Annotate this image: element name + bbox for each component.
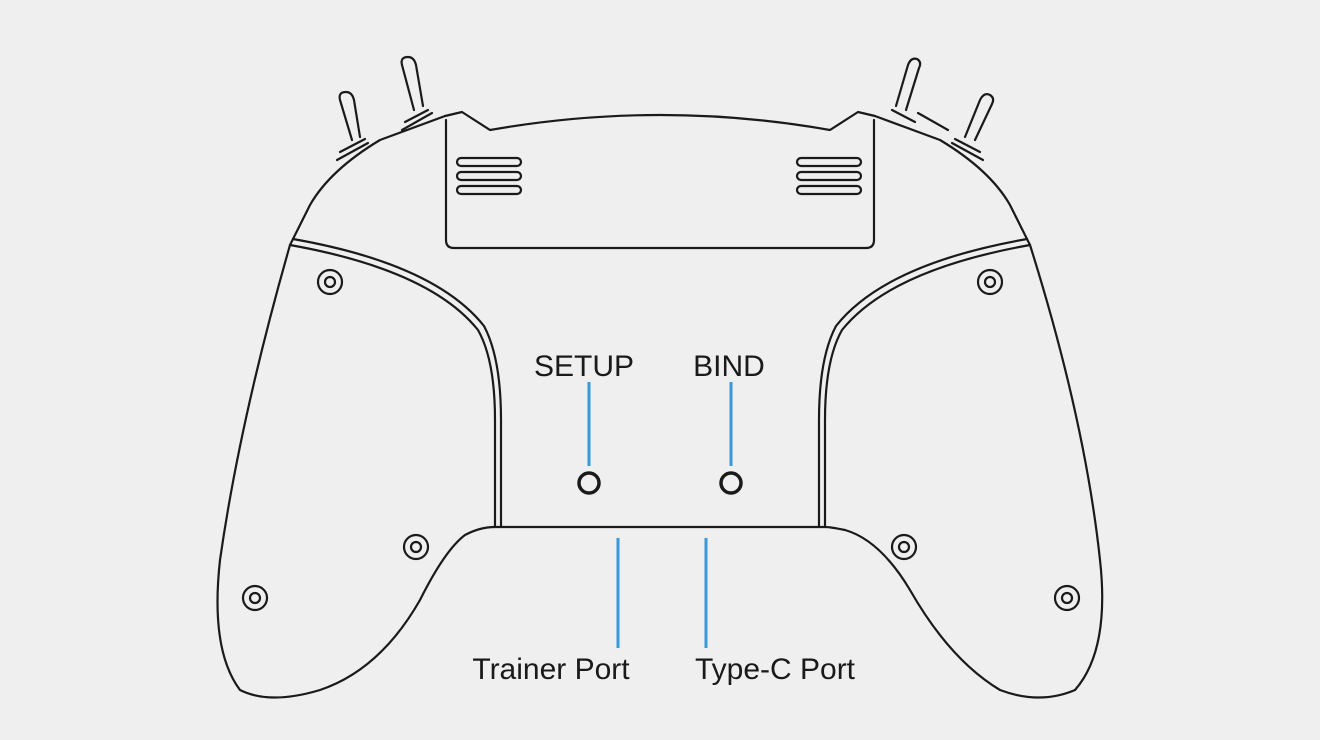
toggle-switch-icon [950, 93, 995, 162]
top-panel [444, 118, 876, 250]
screw-icon [1053, 584, 1081, 612]
toggle-switch-icon [335, 90, 370, 162]
setup-button [577, 471, 601, 495]
transmitter-body [216, 110, 1104, 699]
bind-button [719, 471, 743, 495]
screw-icon [316, 268, 344, 296]
toggle-switch-icon [890, 57, 950, 132]
bind-label: BIND [693, 350, 765, 383]
screw-icon [241, 584, 269, 612]
trainer-port-label: Trainer Port [472, 653, 630, 686]
toggle-switches [335, 55, 995, 162]
screw-icon [976, 268, 1004, 296]
typec-port-label: Type-C Port [695, 653, 856, 686]
vent-left-icon [455, 156, 523, 196]
setup-label: SETUP [534, 350, 634, 383]
screw-icon [890, 533, 918, 561]
vent-right-icon [795, 156, 863, 196]
screw-icon [402, 533, 430, 561]
screws [241, 268, 1081, 612]
toggle-switch-icon [400, 55, 434, 132]
